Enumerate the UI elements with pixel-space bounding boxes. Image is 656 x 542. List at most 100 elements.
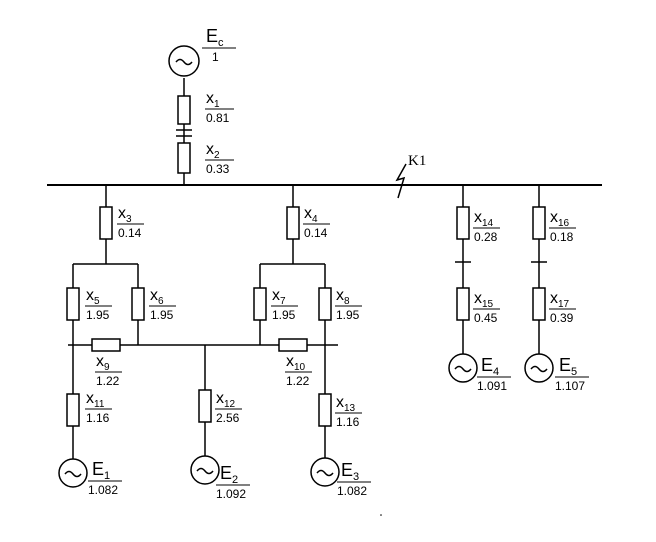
reactance-value: 1.22 xyxy=(286,374,310,388)
sine-icon xyxy=(530,365,548,373)
reactance-label-x4: x40.14 xyxy=(303,205,330,240)
source-name: E3 xyxy=(341,460,359,483)
reactance-value: 1.95 xyxy=(272,308,296,322)
generator-E1 xyxy=(58,458,88,488)
fault-marker: K1 xyxy=(395,153,426,199)
generator-E4 xyxy=(448,353,478,383)
reactance-name: x6 xyxy=(150,287,164,307)
source-name: Ec xyxy=(206,26,224,49)
reactance-x8 xyxy=(318,287,332,321)
reactance-name: x2 xyxy=(206,141,220,161)
reactance-value: 0.33 xyxy=(206,162,230,176)
source-name: E1 xyxy=(92,459,110,482)
e5-branch xyxy=(524,185,554,383)
reactance-x1 xyxy=(177,95,191,125)
reactance-x3 xyxy=(99,206,113,240)
source-label-E2: E21.092 xyxy=(216,463,250,501)
source-label-Ec: Ec1 xyxy=(202,26,236,64)
source-label-E4: E41.091 xyxy=(477,355,511,393)
reactance-x9 xyxy=(91,338,121,352)
e4-branch xyxy=(448,185,478,383)
reactance-label-x7: x71.95 xyxy=(271,287,298,322)
source-name: E4 xyxy=(481,355,499,378)
left-group xyxy=(58,185,145,488)
system-branch xyxy=(168,45,200,185)
source-value: 1.082 xyxy=(337,484,367,498)
reactance-x16 xyxy=(532,206,546,240)
reactance-name: x5 xyxy=(86,287,100,307)
reactance-name: x14 xyxy=(474,209,494,229)
reactance-label-x2: x20.33 xyxy=(205,141,234,176)
reactance-value: 1.95 xyxy=(150,308,174,322)
sine-icon xyxy=(64,470,82,478)
reactance-name: x4 xyxy=(304,205,318,225)
source-name: E5 xyxy=(559,355,577,378)
source-value: 1.082 xyxy=(88,483,118,497)
reactance-label-x9: x91.22 xyxy=(95,353,122,388)
source-label-E1: E11.082 xyxy=(88,459,122,497)
reactance-x2 xyxy=(177,142,191,174)
source-value: 1.091 xyxy=(477,379,507,393)
source-name: E2 xyxy=(220,463,238,486)
reactance-value: 0.18 xyxy=(550,230,574,244)
generator-E2 xyxy=(190,455,220,485)
reactance-x17 xyxy=(532,287,546,321)
reactance-value: 1.22 xyxy=(96,374,120,388)
reactance-value: 0.28 xyxy=(474,230,498,244)
reactance-name: x13 xyxy=(336,394,356,414)
reactance-value: 0.39 xyxy=(550,311,574,325)
generator-Ec xyxy=(168,45,200,77)
stray-dot xyxy=(380,514,382,516)
generator-E3 xyxy=(310,457,340,487)
reactance-x4 xyxy=(286,206,300,240)
e2-branch xyxy=(190,345,220,485)
reactance-value: 1.16 xyxy=(336,415,360,429)
reactance-value: 1.95 xyxy=(336,308,360,322)
reactance-name: x11 xyxy=(86,390,105,410)
reactance-label-x3: x30.14 xyxy=(117,205,144,240)
source-label-E5: E51.107 xyxy=(555,355,589,393)
right-group xyxy=(253,185,340,487)
reactance-x10 xyxy=(278,338,308,352)
reactance-value: 0.14 xyxy=(304,226,328,240)
reactance-name: x15 xyxy=(474,290,494,310)
reactance-value: 0.81 xyxy=(206,111,230,125)
reactance-name: x16 xyxy=(550,209,570,229)
source-value: 1.107 xyxy=(555,379,585,393)
reactance-x5 xyxy=(66,287,80,321)
reactance-value: 0.14 xyxy=(118,226,142,240)
reactance-name: x12 xyxy=(216,390,236,410)
reactance-label-x1: x10.81 xyxy=(205,90,234,125)
reactance-name: x10 xyxy=(286,353,306,373)
reactance-value: 1.16 xyxy=(86,411,110,425)
sine-icon xyxy=(454,365,472,373)
reactance-name: x9 xyxy=(96,353,110,373)
reactance-name: x3 xyxy=(118,205,132,225)
source-label-E3: E31.082 xyxy=(337,460,371,498)
reactance-name: x8 xyxy=(336,287,350,307)
reactance-name: x7 xyxy=(272,287,286,307)
source-value: 1 xyxy=(212,50,219,64)
fault-label: K1 xyxy=(408,153,426,169)
reactance-x11 xyxy=(66,393,80,427)
source-value: 1.092 xyxy=(216,487,246,501)
reactance-x13 xyxy=(318,393,332,427)
generator-E5 xyxy=(524,353,554,383)
reactance-name: x17 xyxy=(550,290,570,310)
reactance-value: 0.45 xyxy=(474,311,498,325)
reactance-x7 xyxy=(253,287,267,321)
reactance-labels: x10.81x20.33x30.14x40.14x51.95x61.95x71.… xyxy=(85,90,576,429)
reactance-x12 xyxy=(198,389,212,423)
reactance-label-x8: x81.95 xyxy=(335,287,362,322)
reactance-x6 xyxy=(131,287,145,321)
sine-icon xyxy=(316,469,334,477)
